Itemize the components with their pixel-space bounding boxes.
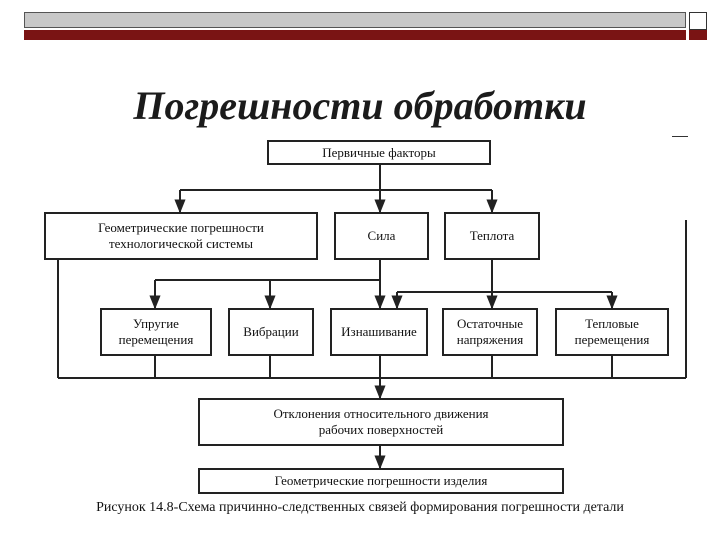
figure-caption: Рисунок 14.8-Схема причинно-следственных… [96,500,624,515]
corner-square [689,12,707,30]
node-geometric-system-errors: Геометрические погрешности технологическ… [44,212,318,260]
node-relative-motion-deviations: Отклонения относительного движения рабоч… [198,398,564,446]
corner-accent-line [689,30,707,40]
node-primary-factors: Первичные факторы [267,140,491,165]
dash-mark [672,136,688,137]
node-elastic-displacements: Упругие перемещения [100,308,212,356]
node-force: Сила [334,212,429,260]
node-wear: Изнашивание [330,308,428,356]
node-residual-stresses: Остаточные напряжения [442,308,538,356]
node-heat: Теплота [444,212,540,260]
slide-title: Погрешности обработки [133,83,587,128]
node-thermal-displacements: Тепловые перемещения [555,308,669,356]
header-bar [24,12,686,28]
header-accent-line [24,30,686,40]
node-vibrations: Вибрации [228,308,314,356]
node-part-geometric-errors: Геометрические погрешности изделия [198,468,564,494]
